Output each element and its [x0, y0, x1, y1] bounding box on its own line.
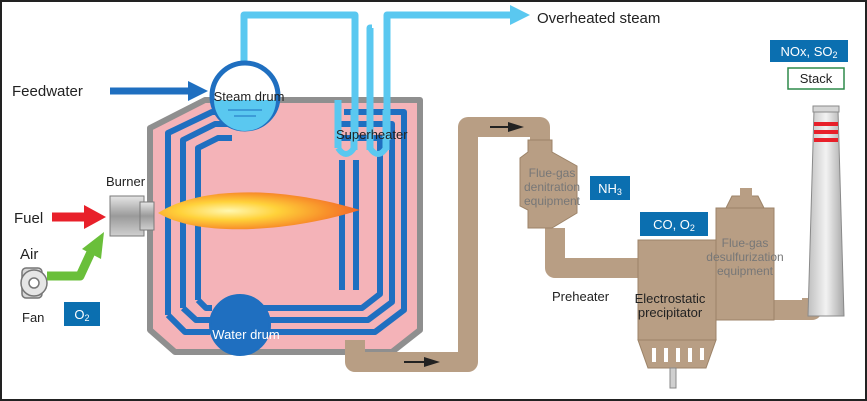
burner — [109, 195, 145, 237]
duct-arrow-bottom — [424, 357, 440, 367]
label-denitration-3: equipment — [524, 194, 581, 208]
svg-text:NH3: NH3 — [598, 181, 622, 197]
flame — [158, 192, 360, 230]
label-fan: Fan — [22, 310, 44, 325]
label-electrostatic-1: Electrostatic — [635, 291, 706, 306]
label-denitration-1: Flue-gas — [529, 166, 576, 180]
duct-arrow-top — [508, 122, 524, 132]
label-feedwater: Feedwater — [12, 83, 83, 100]
steam-pipes — [240, 11, 520, 150]
fan-icon — [20, 267, 48, 299]
label-steam-drum: Steam drum — [214, 89, 285, 104]
badge-co-o2: CO, O2 — [640, 212, 708, 236]
label-water-drum: Water drum — [212, 327, 279, 342]
badge-stack: Stack — [787, 67, 845, 90]
precipitator-unit — [637, 239, 717, 341]
svg-text:O2: O2 — [74, 307, 89, 323]
svg-text:CO, O2: CO, O2 — [653, 217, 695, 233]
label-burner: Burner — [106, 174, 146, 189]
label-desulf-3: equipment — [717, 264, 774, 278]
desulfurization-unit — [715, 207, 775, 321]
overheated-steam-arrow — [510, 5, 530, 25]
badge-nox-so2: NOx, SO2 — [770, 40, 848, 62]
svg-text:Stack: Stack — [800, 71, 833, 86]
label-superheater: Superheater — [336, 127, 408, 142]
fuel-arrow — [84, 205, 106, 229]
label-air: Air — [20, 246, 38, 263]
label-electrostatic-2: precipitator — [638, 305, 703, 320]
feedwater-arrow — [188, 81, 208, 101]
superheater-coils — [335, 146, 389, 157]
precipitator-outlet — [669, 367, 677, 389]
label-overheated-steam: Overheated steam — [537, 10, 660, 27]
badge-nh3: NH3 — [590, 176, 630, 200]
label-fuel: Fuel — [14, 210, 43, 227]
label-desulf-1: Flue-gas — [722, 236, 769, 250]
label-preheater: Preheater — [552, 289, 610, 304]
water-drum — [209, 294, 271, 356]
badge-o2: O2 — [64, 302, 100, 326]
label-denitration-2: denitration — [524, 180, 580, 194]
svg-text:NOx, SO2: NOx, SO2 — [780, 44, 837, 60]
denitration-unit — [519, 139, 578, 229]
air-arrow — [82, 232, 104, 259]
label-desulf-2: desulfurization — [706, 250, 783, 264]
